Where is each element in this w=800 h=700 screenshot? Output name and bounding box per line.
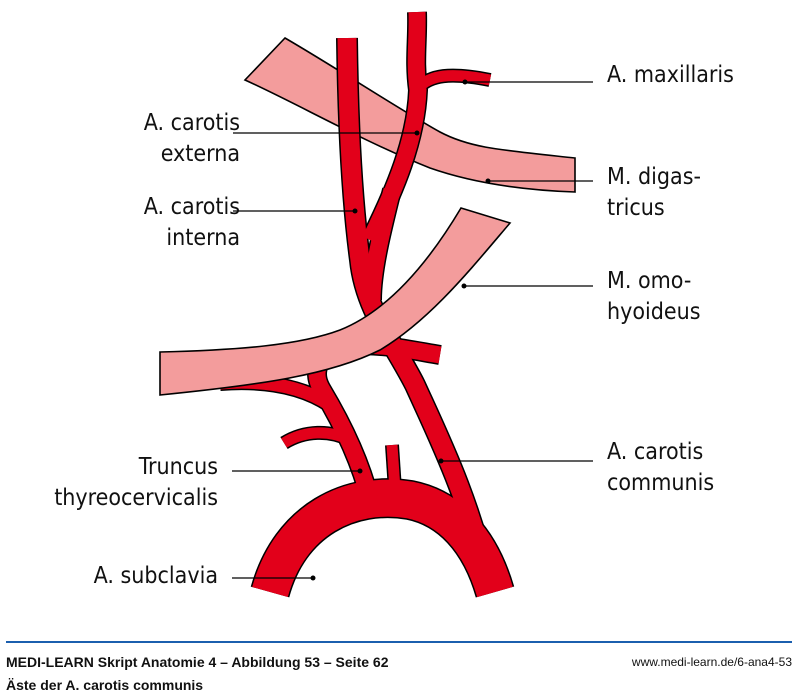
leader-lines (232, 81, 593, 579)
footer-rule (6, 641, 792, 643)
a-maxillaris (413, 70, 492, 93)
label-omohyoideus: M. omo-hyoideus (607, 268, 701, 325)
figure-caption: Äste der A. carotis communis (6, 677, 204, 693)
label-subclavia: A. subclavia (93, 563, 218, 589)
carotis-diagram (159, 11, 593, 599)
source-line: MEDI-LEARN Skript Anatomie 4 – Abbildung… (6, 654, 389, 670)
label-maxillaris: A. maxillaris (607, 62, 734, 88)
a-vertebralis (386, 444, 402, 506)
label-digastricus: M. digas-tricus (607, 164, 701, 221)
m-omohyoideus (159, 207, 512, 396)
source-url: www.medi-learn.de/6-ana4-53 (631, 655, 792, 669)
